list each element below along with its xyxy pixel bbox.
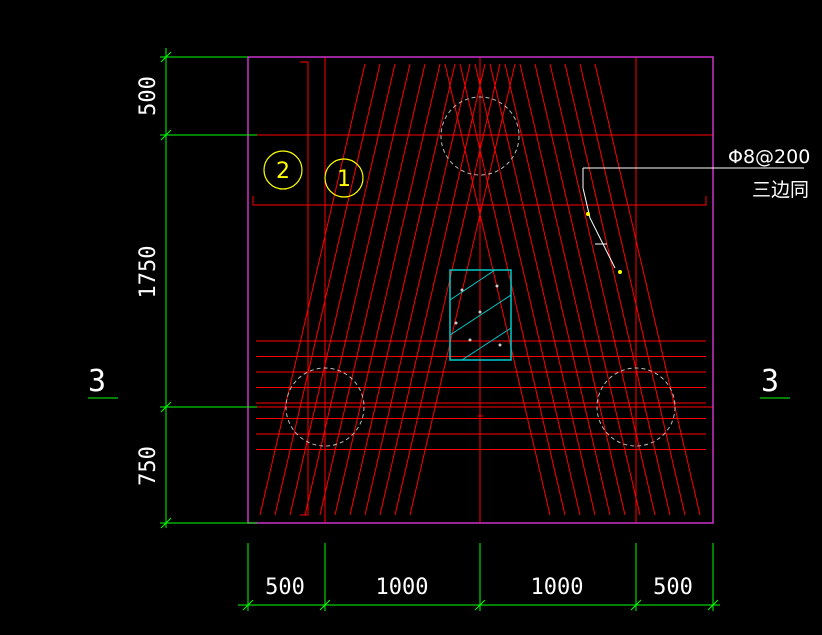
rebar-diagonal-right bbox=[474, 63, 581, 516]
dim-v-500: 500 bbox=[136, 76, 161, 116]
dim-h-1000-right: 1000 bbox=[531, 575, 584, 600]
stirrup-note-text: 三边同 bbox=[752, 179, 809, 201]
rebar-diagonal-left bbox=[379, 63, 486, 516]
rebar-diagonal-right bbox=[519, 63, 626, 516]
leader-tick-top bbox=[586, 212, 590, 216]
rebar-diagonal-left bbox=[349, 63, 456, 516]
rebar-bracket-horizontal bbox=[252, 196, 707, 206]
vertical-dimension-chain bbox=[160, 48, 257, 529]
rebar-diagonal-left bbox=[274, 63, 381, 516]
bubble-1-label: 1 bbox=[337, 167, 351, 192]
section-mark-left: 3 bbox=[88, 364, 106, 399]
rebar-diagonal-right bbox=[459, 63, 566, 516]
rebar-diagonal-right bbox=[489, 63, 596, 516]
pile-top bbox=[440, 96, 520, 176]
rebar-bracket-vertical bbox=[300, 61, 309, 516]
stirrup-leader bbox=[582, 167, 804, 269]
rebar-diagonal-left bbox=[259, 63, 366, 516]
column-section bbox=[449, 269, 512, 361]
dim-v-1750: 1750 bbox=[136, 246, 161, 299]
rebar-diagonal-right bbox=[579, 63, 686, 516]
bubble-2-label: 2 bbox=[276, 159, 290, 184]
dim-h-500-left: 500 bbox=[265, 575, 305, 600]
rebar-diagonal-right bbox=[564, 63, 671, 516]
pile-bottom-right bbox=[596, 367, 676, 447]
rebar-group bbox=[248, 57, 713, 523]
rebar-diagonal-right bbox=[504, 63, 611, 516]
stirrup-spec-text: Φ8@200 bbox=[728, 146, 810, 168]
bubble-1-circle bbox=[324, 158, 364, 198]
bubble-2-circle bbox=[263, 150, 303, 190]
pile-bottom-left bbox=[285, 367, 365, 447]
rebar-diagonal-left bbox=[394, 63, 501, 516]
rebar-diagonal-left bbox=[334, 63, 441, 516]
dim-v-750: 750 bbox=[136, 446, 161, 486]
rebar-diagonal-left bbox=[364, 63, 471, 516]
rebar-diagonal-left bbox=[319, 63, 426, 516]
pile-cap-outline bbox=[247, 56, 714, 524]
dim-h-500-right: 500 bbox=[653, 575, 693, 600]
rebar-diagonal-right bbox=[594, 63, 701, 516]
leader-tick-bottom bbox=[618, 270, 622, 274]
dim-h-1000-left: 1000 bbox=[376, 575, 429, 600]
rebar-diagonal-right bbox=[534, 63, 641, 516]
rebar-diagonal-left bbox=[304, 63, 411, 516]
section-mark-right: 3 bbox=[761, 364, 779, 399]
horizontal-dimension-chain bbox=[238, 543, 720, 611]
rebar-diagonal-right bbox=[444, 63, 551, 516]
rebar-diagonal-right bbox=[549, 63, 656, 516]
